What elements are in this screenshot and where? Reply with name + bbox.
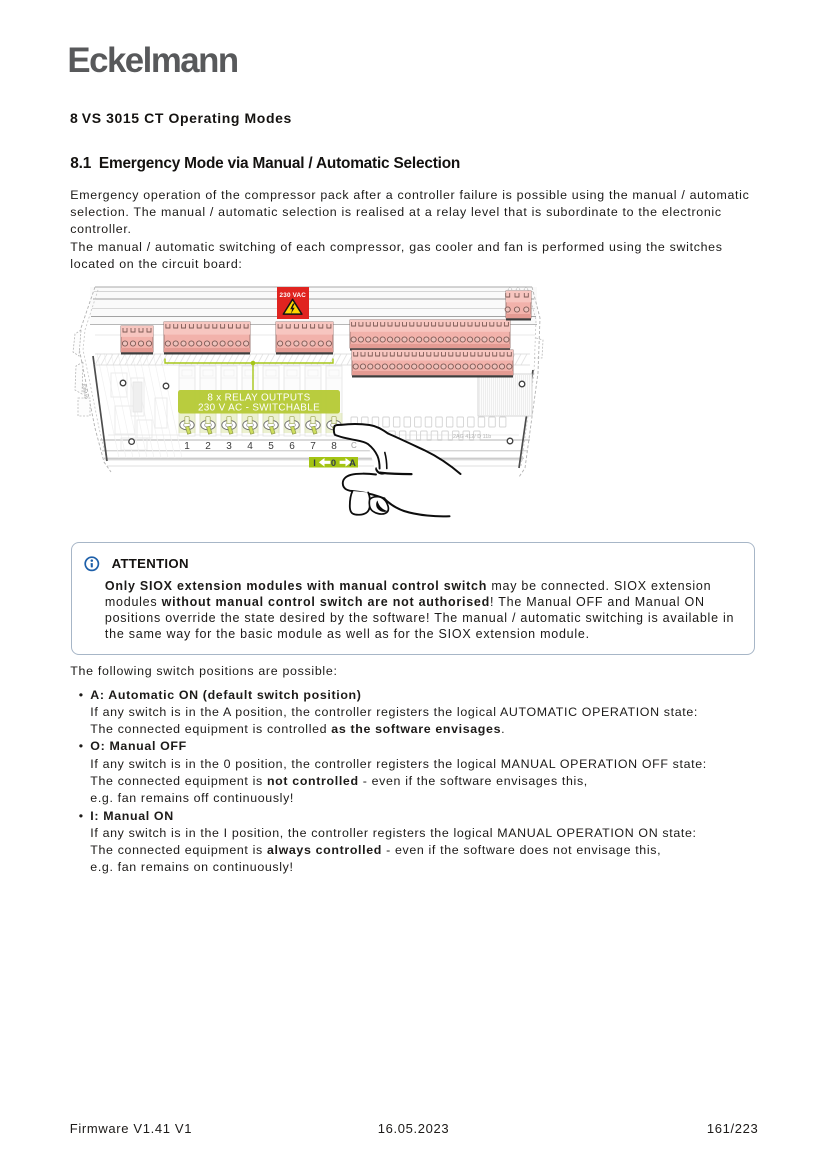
- svg-text:2AG 412/ D 11b: 2AG 412/ D 11b: [453, 434, 491, 440]
- svg-text:7: 7: [310, 441, 316, 452]
- svg-text:1: 1: [184, 441, 190, 452]
- svg-text:5: 5: [268, 441, 274, 452]
- svg-text:C: C: [351, 441, 357, 450]
- svg-text:6: 6: [289, 441, 295, 452]
- svg-text:2: 2: [205, 441, 211, 452]
- svg-text:3: 3: [226, 441, 232, 452]
- svg-text:0: 0: [331, 457, 336, 468]
- svg-text:I: I: [313, 457, 316, 468]
- svg-text:8 x RELAY OUTPUTS: 8 x RELAY OUTPUTS: [207, 392, 310, 403]
- svg-text:63M49: 63M49: [80, 383, 89, 399]
- svg-text:4: 4: [247, 441, 253, 452]
- svg-text:230 VAC: 230 VAC: [280, 292, 307, 299]
- svg-text:230 V AC - SWITCHABLE: 230 V AC - SWITCHABLE: [198, 403, 320, 414]
- svg-text:8: 8: [331, 441, 337, 452]
- svg-text:A: A: [349, 457, 356, 468]
